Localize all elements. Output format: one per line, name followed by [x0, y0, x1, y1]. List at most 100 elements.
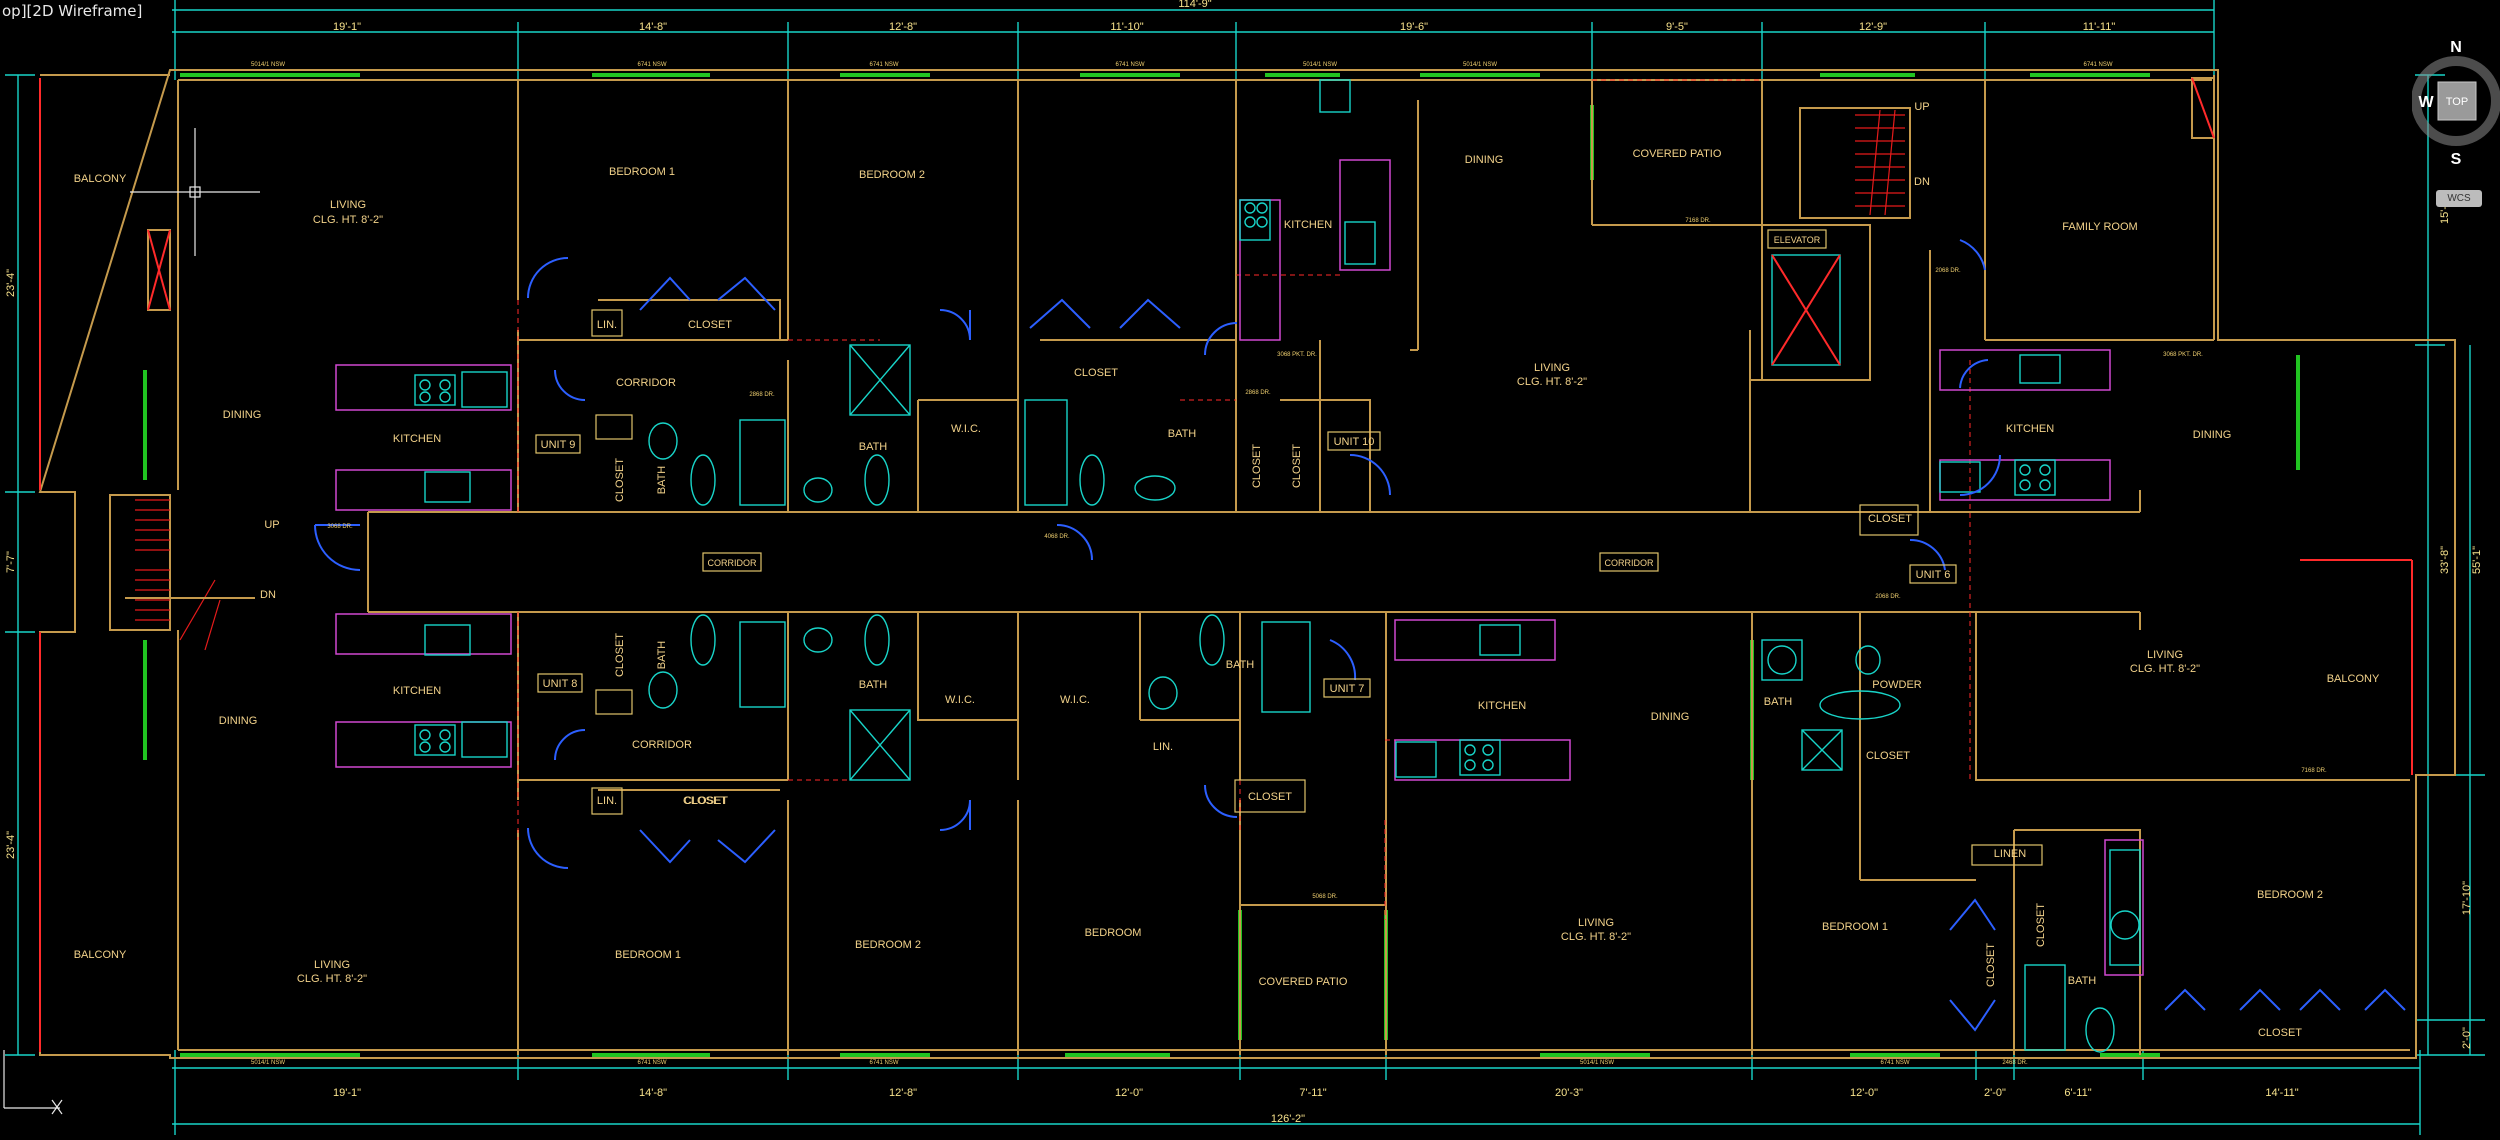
unit-tag-10[interactable]: UNIT 10	[1327, 431, 1381, 451]
label-dining-n: DINING	[1465, 154, 1504, 166]
label-bedroom2-n: BEDROOM 2	[859, 169, 925, 181]
dim-top-6: 9'-5"	[1666, 21, 1688, 33]
label-closet-v5: CLOSET	[1985, 943, 1997, 987]
label-living-sw: LIVING	[314, 959, 350, 971]
dim-bottom-2: 14'-8"	[639, 1087, 667, 1099]
label-closet-v3: CLOSET	[1291, 444, 1303, 488]
doors	[314, 239, 2406, 1032]
fixtures	[414, 79, 2141, 1053]
label-lin-2: LIN.	[597, 795, 617, 807]
lin-tag-4	[591, 787, 623, 815]
label-bath-v1: BATH	[656, 466, 668, 495]
label-kitchen-e: KITCHEN	[2006, 423, 2054, 435]
dim-top-7: 12'-9"	[1859, 21, 1887, 33]
label-bedroom1-se: BEDROOM 1	[1822, 921, 1888, 933]
label-living-nw: LIVING	[330, 199, 366, 211]
lin-tag-3	[595, 689, 633, 715]
label-dn-w: DN	[260, 589, 276, 601]
label-up-w: UP	[264, 519, 279, 531]
dim-overall-bottom: 126'-2"	[1271, 1113, 1305, 1125]
label-covered-patio-n: COVERED PATIO	[1633, 148, 1722, 160]
unit-tag-9[interactable]: UNIT 9	[535, 434, 581, 454]
callout-window-6: 5014/1 NSW	[1463, 62, 1497, 68]
dim-bottom-3: 12'-8"	[889, 1087, 917, 1099]
callout-door-7: 2068 DR.	[1875, 594, 1901, 600]
viewcube-top-face[interactable]	[2437, 81, 2477, 121]
callout-door-6: 5068 DR.	[1312, 894, 1338, 900]
label-bath-5: BATH	[1764, 696, 1793, 708]
label-bath-6: BATH	[2068, 975, 2097, 987]
dim-top-5: 19'-6"	[1400, 21, 1428, 33]
label-closet-3: CLOSET	[684, 795, 728, 807]
callout-window-12: 6741 NSW	[1880, 1060, 1909, 1066]
label-clg-sw: CLG. HT. 8'-2"	[297, 973, 367, 985]
closet-tag-e	[1859, 504, 1919, 536]
label-bedroom-s: BEDROOM	[1085, 927, 1142, 939]
corridor-tag-east: CORRIDOR	[1599, 552, 1659, 572]
dim-right-2: 33'-8"	[2439, 546, 2451, 574]
label-wic-2: W.I.C.	[945, 694, 975, 706]
viewcube[interactable]: TOP N S W	[2412, 26, 2500, 176]
label-living-e: LIVING	[2147, 649, 2183, 661]
unit-tag-6[interactable]: UNIT 6	[1909, 564, 1957, 584]
compass-west[interactable]: W	[2418, 94, 2434, 111]
label-wic-3: W.I.C.	[1060, 694, 1090, 706]
label-corridor-main-e: CORRIDOR	[1605, 558, 1654, 568]
compass-north[interactable]: N	[2450, 39, 2462, 56]
label-linen: LINEN	[1994, 848, 2026, 860]
label-closet-6: CLOSET	[1866, 750, 1910, 762]
dim-left-2: 7'-7"	[5, 551, 17, 573]
callout-door-8: 2068 DR.	[1935, 268, 1961, 274]
label-wic-1: W.I.C.	[951, 423, 981, 435]
label-covered-patio-s: COVERED PATIO	[1259, 976, 1348, 988]
dim-top-1: 19'-1"	[333, 21, 361, 33]
label-bath-2: BATH	[1168, 428, 1197, 440]
callout-window-9: 6741 NSW	[637, 1060, 666, 1066]
windows	[143, 73, 2300, 1057]
lin-tag-2	[595, 414, 633, 440]
label-powder: POWDER	[1872, 679, 1922, 691]
unit-tag-7[interactable]: UNIT 7	[1323, 678, 1371, 698]
dim-bottom-5: 7'-11"	[1299, 1087, 1326, 1099]
label-balcony-e: BALCONY	[2327, 673, 2380, 685]
label-dn-e: DN	[1914, 176, 1930, 188]
dim-top-3: 12'-8"	[889, 21, 917, 33]
viewport-label[interactable]: op][2D Wireframe]	[2, 2, 143, 20]
label-lin-3: LIN.	[1153, 741, 1173, 753]
callout-door-9: 2868 DR.	[749, 392, 775, 398]
dim-bottom-1: 19'-1"	[333, 1087, 361, 1099]
label-closet-4: CLOSET	[1248, 791, 1292, 803]
label-clg-s: CLG. HT. 8'-2"	[1561, 931, 1631, 943]
ucs-icon	[3, 1050, 63, 1115]
label-dining-e: DINING	[2193, 429, 2232, 441]
fire-rated-lines	[517, 79, 1971, 920]
label-closet-v6: CLOSET	[2035, 903, 2047, 947]
unit-tag-8[interactable]: UNIT 8	[537, 673, 583, 693]
dim-bottom-9: 6'-11"	[2064, 1087, 2091, 1099]
label-corridor-main-w: CORRIDOR	[708, 558, 757, 568]
callout-door-1: 3068 DR.	[327, 524, 353, 530]
label-clg-n: CLG. HT. 8'-2"	[1517, 376, 1587, 388]
dim-bottom-4: 12'-0"	[1115, 1087, 1143, 1099]
label-dining-nw: DINING	[223, 409, 262, 421]
dim-top-8: 11'-11"	[2083, 21, 2116, 33]
label-closet-v2: CLOSET	[1251, 444, 1263, 488]
callout-window-5: 5014/1 NSW	[1303, 62, 1337, 68]
label-clg-e: CLG. HT. 8'-2"	[2130, 663, 2200, 675]
label-kitchen-nw: KITCHEN	[393, 433, 441, 445]
compass-south[interactable]: S	[2451, 151, 2462, 168]
dim-top-2: 14'-8"	[639, 21, 667, 33]
dim-right-5: 2'-0"	[2461, 1027, 2473, 1049]
fireplace-west	[147, 229, 171, 311]
label-closet-v1: CLOSET	[614, 458, 626, 502]
label-closet-v4: CLOSET	[614, 633, 626, 677]
label-kitchen-s: KITCHEN	[1478, 700, 1526, 712]
callout-door-2: 4068 DR.	[1044, 534, 1070, 540]
label-closet-8: CLOSET	[1868, 513, 1912, 525]
wcs-menu-button[interactable]: WCS	[2436, 190, 2482, 207]
label-bedroom1-s: BEDROOM 1	[615, 949, 681, 961]
stair-west	[109, 494, 255, 651]
callout-door-11: 2468 DR.	[2002, 1060, 2028, 1066]
label-living-n: LIVING	[1534, 362, 1570, 374]
